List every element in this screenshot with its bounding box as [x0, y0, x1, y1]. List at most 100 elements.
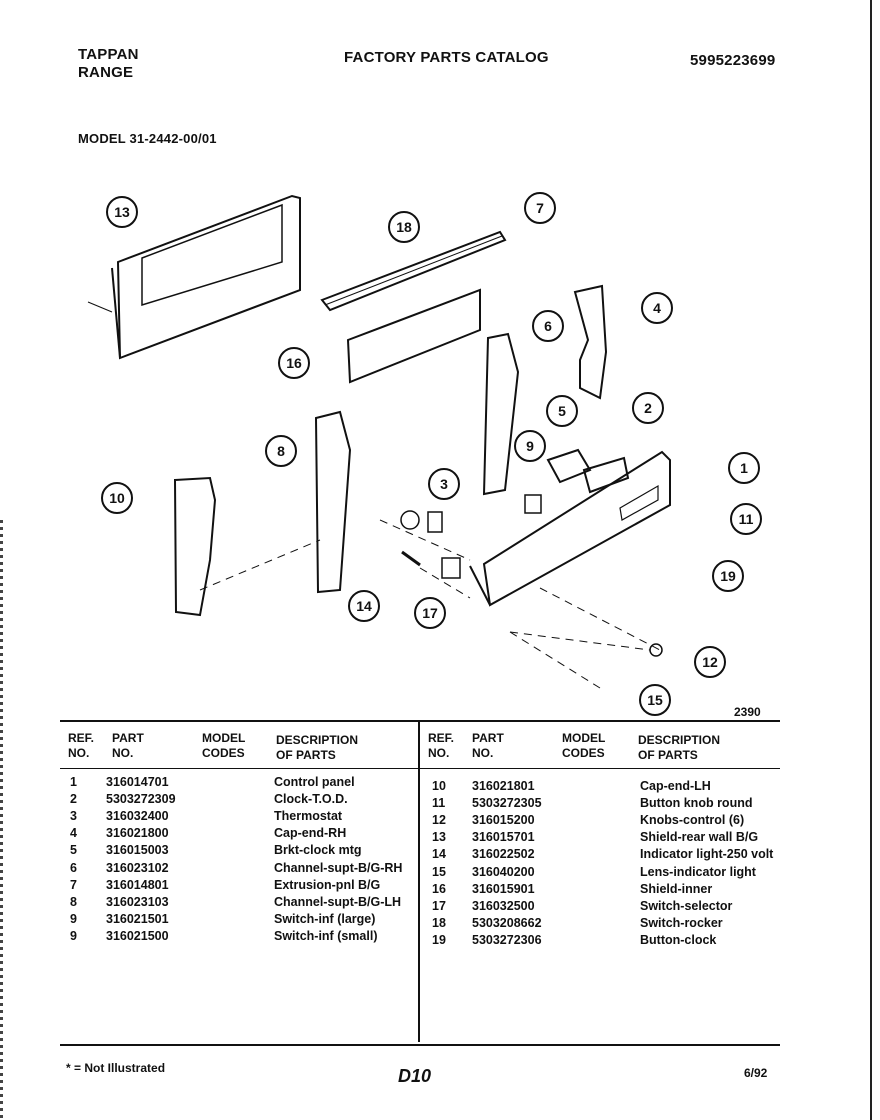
callout-label: 5 — [558, 403, 566, 419]
ref-number: 18 — [432, 915, 446, 930]
callout-label: 12 — [702, 654, 718, 670]
ref-number: 16 — [432, 881, 446, 896]
callout-13: 13 — [106, 196, 138, 228]
part-number: 316032500 — [472, 898, 535, 913]
part-number: 316015901 — [472, 881, 535, 896]
callout-label: 2 — [644, 400, 652, 416]
callout-19: 19 — [712, 560, 744, 592]
catalog-title: FACTORY PARTS CATALOG — [344, 49, 549, 66]
ref-number: 6 — [70, 860, 77, 875]
part-number: 316014801 — [106, 877, 169, 892]
ref-number: 1 — [70, 775, 77, 789]
callout-4: 4 — [641, 292, 673, 324]
part-extrusion-panel — [320, 230, 507, 312]
scan-right-edge — [870, 0, 872, 1120]
part-description: Shield-rear wall B/G — [640, 830, 759, 845]
part-control-panel — [469, 450, 671, 607]
callout-label: 3 — [440, 476, 448, 492]
part-small-components — [400, 494, 663, 657]
part-description: Switch-rocker — [640, 915, 723, 930]
ref-number: 17 — [432, 898, 446, 913]
part-description: Cap-end-LH — [640, 779, 711, 793]
callout-12: 12 — [694, 646, 726, 678]
brand-line-1: TAPPAN — [78, 46, 139, 63]
callout-label: 4 — [653, 300, 661, 316]
ref-number: 13 — [432, 830, 446, 845]
callout-2: 2 — [632, 392, 664, 424]
part-number: 316021800 — [106, 826, 169, 841]
callout-label: 15 — [647, 692, 663, 708]
ref-number: 9 — [70, 928, 77, 943]
ref-number: 14 — [432, 847, 446, 862]
callout-3: 3 — [428, 468, 460, 500]
ref-number: 11 — [432, 796, 446, 811]
callout-label: 18 — [396, 219, 412, 235]
callout-9: 9 — [514, 430, 546, 462]
part-cap-end-rh — [573, 284, 608, 400]
callout-label: 16 — [286, 355, 302, 371]
model-number: MODEL 31-2442-00/01 — [78, 131, 217, 146]
ref-number: 12 — [432, 813, 446, 828]
callout-10: 10 — [101, 482, 133, 514]
callout-label: 10 — [109, 490, 125, 506]
callout-8: 8 — [265, 435, 297, 467]
part-description: Channel-supt-B/G-RH — [274, 860, 403, 875]
callout-18: 18 — [388, 211, 420, 243]
table-header-rule — [60, 768, 780, 769]
ref-number: 3 — [70, 809, 77, 824]
ref-number: 19 — [432, 932, 446, 947]
part-number: 5303272305 — [472, 796, 542, 811]
part-number: 316021501 — [106, 911, 169, 926]
part-number: 316021500 — [106, 928, 169, 943]
ref-number: 5 — [70, 843, 77, 858]
part-number: 316023103 — [106, 894, 169, 909]
part-description: Thermostat — [274, 809, 343, 824]
callout-label: 11 — [739, 511, 754, 527]
catalog-date: 6/92 — [744, 1066, 768, 1080]
ref-number: 8 — [70, 894, 77, 909]
part-bracket-clock — [546, 448, 592, 484]
part-number: 316015003 — [106, 843, 169, 858]
part-description: Brkt-clock mtg — [274, 843, 362, 858]
callout-6: 6 — [532, 310, 564, 342]
document-number: 5995223699 — [690, 52, 776, 69]
callout-1: 1 — [728, 452, 760, 484]
header-ref-right: REF.NO. — [428, 731, 455, 760]
table-column-divider — [418, 720, 420, 1042]
part-number: 316023102 — [106, 860, 169, 875]
part-shield-rear-wall — [87, 194, 301, 360]
leader-lines — [199, 519, 661, 689]
part-channel-supt-lh — [314, 410, 352, 594]
part-description: Button knob round — [640, 796, 753, 811]
callout-label: 8 — [277, 443, 285, 459]
part-description: Extrusion-pnl B/G — [274, 877, 381, 892]
figure-number: 2390 — [734, 705, 761, 719]
callout-17: 17 — [414, 597, 446, 629]
ref-number: 7 — [70, 877, 77, 892]
brand-line-2: RANGE — [78, 64, 134, 81]
callout-16: 16 — [278, 347, 310, 379]
part-number: 316040200 — [472, 864, 535, 879]
part-number: 5303272309 — [106, 792, 176, 807]
part-number: 316015701 — [472, 830, 535, 845]
part-number: 316014701 — [106, 775, 169, 789]
part-description: Knobs-control (6) — [640, 813, 745, 828]
part-description: Cap-end-RH — [274, 826, 347, 841]
ref-number: 9 — [70, 911, 77, 926]
header-ref: REF.NO. — [68, 731, 95, 760]
ref-number: 4 — [70, 826, 77, 841]
part-description: Channel-supt-B/G-LH — [274, 894, 402, 909]
part-description: Switch-inf (large) — [274, 911, 376, 926]
ref-number: 2 — [70, 792, 77, 807]
part-number: 316021801 — [472, 779, 535, 793]
part-description: Switch-selector — [640, 898, 733, 913]
callout-15: 15 — [639, 684, 671, 716]
ref-number: 15 — [432, 864, 446, 879]
page-id: D10 — [398, 1066, 432, 1086]
part-channel-supt-rh — [482, 332, 520, 496]
callout-label: 1 — [740, 460, 748, 476]
